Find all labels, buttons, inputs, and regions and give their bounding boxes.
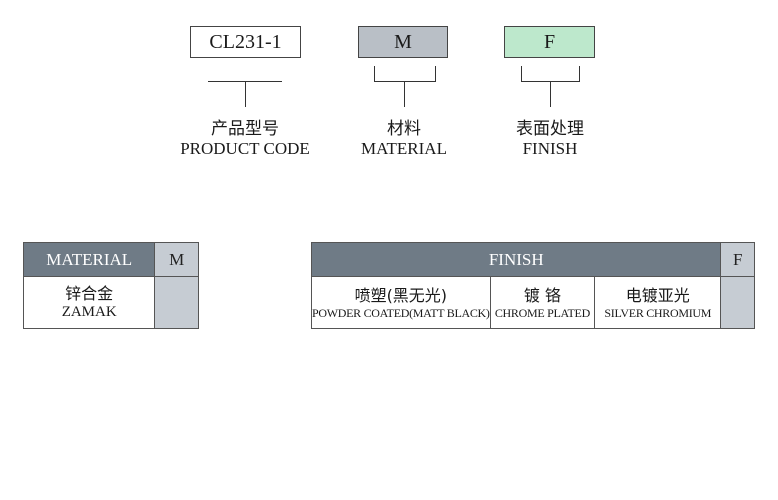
finish-option-cn: 电镀亚光: [625, 285, 690, 305]
material-bracket-left: [374, 66, 375, 82]
material-option-zamak: 锌合金 ZAMAK: [22, 276, 156, 329]
material-option-cn: 锌合金: [65, 284, 114, 303]
finish-label-en: FINISH: [522, 139, 578, 158]
finish-table-header: FINISH: [310, 242, 722, 277]
material-table: MATERIAL M 锌合金 ZAMAK: [22, 242, 199, 329]
material-table-header: MATERIAL: [22, 242, 156, 277]
finish-code-box: F: [504, 26, 595, 58]
finish-option-en: POWDER COATED(MATT BLACK): [312, 305, 490, 320]
material-option-en: ZAMAK: [61, 304, 117, 320]
finish-option-silver-chromium: 电镀亚光 SILVER CHROMIUM: [594, 276, 722, 329]
product-code-stem: [245, 81, 246, 107]
finish-option-cn: 喷塑(黑无光): [354, 285, 448, 305]
material-label-en: MATERIAL: [361, 139, 447, 158]
finish-bracket-left: [521, 66, 522, 82]
finish-label-cn: 表面处理: [516, 119, 584, 139]
material-code-cell: [154, 276, 199, 329]
material-label-cn: 材料: [387, 119, 421, 139]
finish-option-en: CHROME PLATED: [494, 305, 590, 320]
product-code-label-cn: 产品型号: [211, 119, 279, 139]
material-table-header-code: M: [154, 242, 199, 277]
finish-option-cn: 镀 铬: [523, 285, 561, 305]
finish-option-powder-coated: 喷塑(黑无光) POWDER COATED(MATT BLACK): [311, 276, 491, 329]
material-bracket-right: [435, 66, 436, 82]
finish-stem: [550, 81, 551, 107]
material-bracket: [374, 81, 436, 82]
finish-option-chrome-plated: 镀 铬 CHROME PLATED: [489, 276, 596, 329]
finish-table: FINISH F 喷塑(黑无光) POWDER COATED(MATT BLAC…: [310, 242, 755, 329]
finish-bracket-right: [579, 66, 580, 82]
finish-option-en: SILVER CHROMIUM: [604, 305, 712, 320]
product-code-box: CL231-1: [190, 26, 301, 58]
product-code-label-en: PRODUCT CODE: [180, 139, 310, 158]
material-stem: [404, 81, 405, 107]
finish-table-header-code: F: [720, 242, 755, 277]
material-code-box: M: [358, 26, 448, 58]
finish-code-cell: [720, 276, 755, 329]
